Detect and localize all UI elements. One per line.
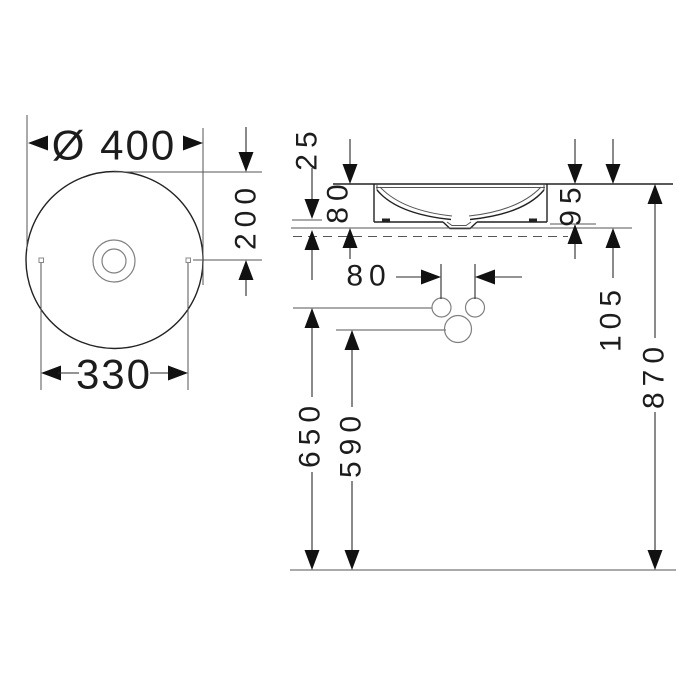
top-view: Ø 400 200 330: [25, 115, 263, 398]
side-view: 25 80 95 105: [290, 125, 676, 571]
bowl-curve-left-inner: [379, 186, 453, 217]
dim-590: 590: [335, 330, 368, 570]
dim-200: 200: [230, 127, 263, 296]
arrow-up-icon: [605, 228, 621, 248]
tap-hole-left: [431, 297, 452, 318]
dim-80-holes-label: 80: [346, 260, 391, 293]
arrow-right-icon: [168, 365, 188, 381]
bowl-curve-right-outer: [469, 189, 545, 221]
dim-95: 95: [555, 139, 588, 259]
arrow-up-icon: [344, 330, 360, 350]
dim-diameter-label: Ø 400: [52, 122, 176, 169]
dim-25: 25: [291, 125, 324, 280]
dim-200-label: 200: [230, 182, 263, 250]
tap-hole-center: [443, 314, 473, 344]
dim-80-height-label: 80: [322, 178, 355, 223]
dim-25-label: 25: [291, 125, 324, 170]
dim-95-label: 95: [555, 181, 588, 226]
arrow-up-icon: [304, 308, 320, 328]
drain-inner-circle: [101, 248, 127, 274]
arrow-right-icon: [421, 269, 441, 285]
dim-105-label: 105: [595, 284, 628, 352]
tap-hole-right: [464, 297, 486, 318]
foot-pad-right: [529, 218, 537, 222]
bowl-curve-right-inner: [468, 186, 542, 217]
arrow-right-icon: [183, 135, 203, 151]
left-reference-mark: [38, 257, 44, 263]
arrow-up-icon: [238, 260, 254, 280]
arrow-down-icon: [647, 550, 663, 570]
arrow-left-icon: [475, 269, 495, 285]
dim-590-label: 590: [335, 410, 368, 478]
dim-650: 650: [294, 308, 327, 570]
dim-80-holes: 80: [346, 260, 522, 299]
arrow-left-icon: [28, 135, 48, 151]
drain-outlet-inner: [446, 221, 472, 226]
dim-330: 330: [41, 351, 188, 398]
dim-870: 870: [638, 184, 671, 570]
bowl-curve-left-outer: [376, 189, 452, 221]
right-reference-mark: [185, 257, 191, 263]
dim-105: 105: [595, 139, 628, 352]
arrow-left-icon: [41, 365, 61, 381]
arrow-down-icon: [238, 152, 254, 172]
dim-330-label: 330: [76, 351, 152, 398]
arrow-down-icon: [342, 164, 358, 184]
arrow-up-icon: [567, 224, 583, 244]
arrow-up-icon: [342, 228, 358, 248]
dim-870-label: 870: [638, 341, 671, 409]
foot-pad-left: [382, 218, 390, 222]
arrow-down-icon: [605, 164, 621, 184]
arrow-down-icon: [304, 550, 320, 570]
arrow-down-icon: [344, 550, 360, 570]
tap-hole-circles: [431, 297, 486, 344]
dim-diameter-400: Ø 400: [28, 122, 203, 169]
drain-outer-circle: [92, 239, 136, 283]
arrow-down-icon: [304, 199, 320, 219]
arrow-up-icon: [304, 230, 320, 250]
arrow-up-icon: [647, 184, 663, 204]
arrow-down-icon: [567, 164, 583, 184]
basin-profile: [333, 183, 673, 230]
dim-650-label: 650: [294, 400, 327, 468]
dim-80-height: 80: [322, 139, 358, 259]
basin-outline-circle: [25, 170, 204, 350]
